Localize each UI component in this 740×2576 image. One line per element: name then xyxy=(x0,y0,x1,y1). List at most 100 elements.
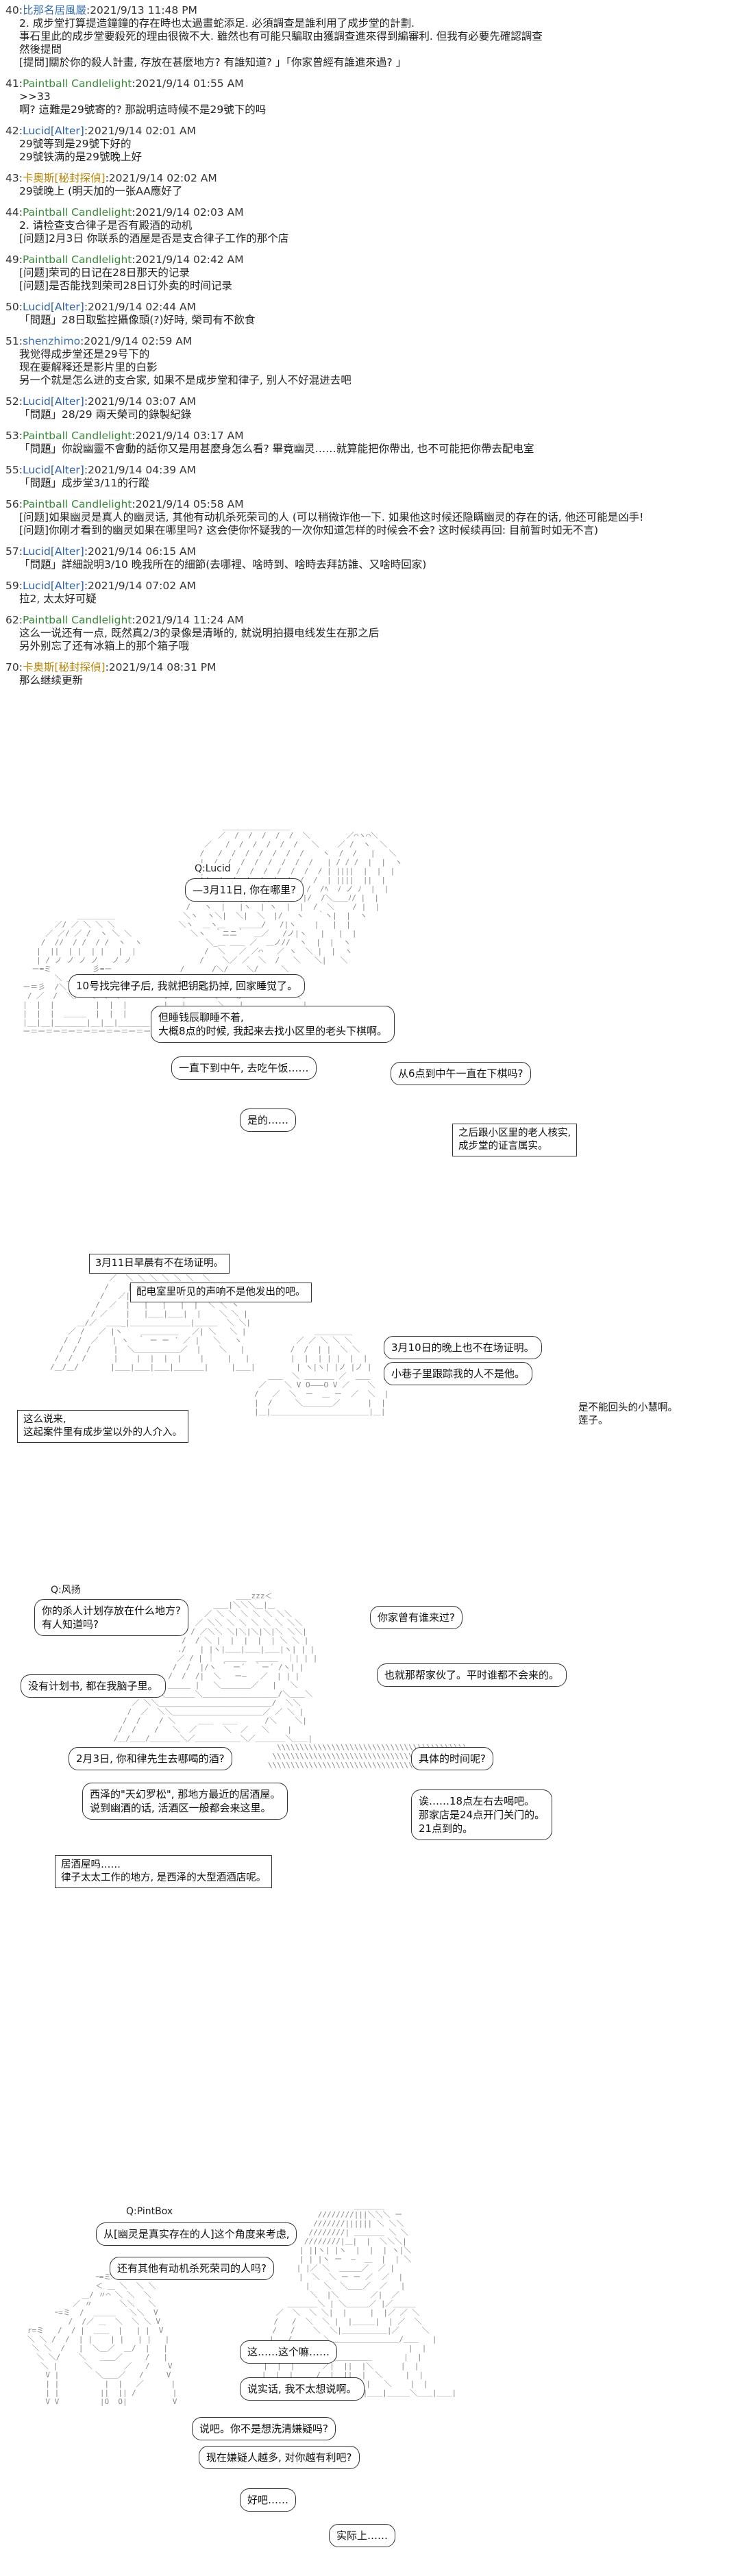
post-date: :2021/9/14 02:42 AM xyxy=(132,253,244,266)
speech-bubble: 说吧。你不是想洗清嫌疑吗? xyxy=(192,2417,336,2440)
post-number[interactable]: 42: xyxy=(5,125,23,137)
poster-name[interactable]: Paintball Candlelight xyxy=(22,77,132,90)
post-number[interactable]: 43: xyxy=(5,172,23,184)
post-header: 43:卡奧斯[秘封探偵]:2021/9/14 02:02 AM xyxy=(5,172,737,185)
post-number[interactable]: 50: xyxy=(5,301,23,313)
poster-name[interactable]: Lucid xyxy=(22,301,51,313)
post-body-line: 那么继续更新 xyxy=(19,674,84,686)
poster-name[interactable]: 比那名居風嚴 xyxy=(22,4,86,16)
post-header: 44:Paintball Candlelight:2021/9/14 02:03… xyxy=(5,206,737,219)
narration-box: 居酒屋吗…… 律子太太工作的地方, 是西泽的大型酒酒店呢。 xyxy=(55,1855,273,1888)
post-number[interactable]: 53: xyxy=(5,430,23,442)
speech-bubble: 小巷子里跟踪我的人不是他。 xyxy=(384,1362,533,1385)
poster-name[interactable]: Paintball Candlelight xyxy=(22,614,132,626)
speech-bubble: 2月3日, 你和律先生去哪喝的酒? xyxy=(69,1747,232,1770)
poster-name[interactable]: Lucid xyxy=(22,395,51,408)
forum-post: 70:卡奥斯[秘封探偵]:2021/9/14 08:31 PM 那么继续更新 xyxy=(5,661,737,687)
panel-label: Q:PintBox xyxy=(123,2206,176,2217)
post-number[interactable]: 59: xyxy=(5,580,23,592)
post-number[interactable]: 40: xyxy=(5,4,23,16)
post-body-line: [问题]你刚才看到的幽灵如果在哪里吗? 这会使你怀疑我的一次你知道怎样的时候会不… xyxy=(19,524,599,536)
post-date: :2021/9/14 02:03 AM xyxy=(132,206,244,219)
forum-post: 57:Lucid[Alter]:2021/9/14 06:15 AM「問題」詳細… xyxy=(5,545,737,571)
post-body-line: 现在要解释还是影片里的白影 xyxy=(19,361,158,373)
speech-bubble: 这……这个嘛…… xyxy=(240,2340,338,2364)
post-number[interactable]: 56: xyxy=(5,498,23,510)
poster-name[interactable]: Paintball Candlelight xyxy=(22,253,132,266)
post-number[interactable]: 52: xyxy=(5,395,23,408)
poster-tag: [Alter] xyxy=(50,125,84,137)
poster-name[interactable]: 卡奧斯 xyxy=(22,172,55,184)
poster-tag: [Alter] xyxy=(50,301,84,313)
post-number[interactable]: 44: xyxy=(5,206,23,219)
post-date: :2021/9/14 04:39 AM xyxy=(84,464,197,476)
post-body-line: 另一个就是怎么进的支合家, 如果不是成步堂和律子, 别人不好混进去吧 xyxy=(19,374,352,386)
speech-bubble: 说实话, 我不太想说啊。 xyxy=(240,2377,365,2401)
poster-name[interactable]: shenzhimo xyxy=(22,335,81,347)
poster-tag: [秘封探偵] xyxy=(54,172,106,184)
post-number[interactable]: 51: xyxy=(5,335,23,347)
post-number[interactable]: 62: xyxy=(5,614,23,626)
post-number[interactable]: 55: xyxy=(5,464,23,476)
speech-bubble: 也就那帮家伙了。平时谁都不会来的。 xyxy=(377,1663,567,1687)
poster-name[interactable]: 卡奥斯 xyxy=(22,661,55,673)
post-header: 59:Lucid[Alter]:2021/9/14 07:02 AM xyxy=(5,580,737,593)
post-date: :2021/9/14 03:17 AM xyxy=(132,430,244,442)
post-body-line: 29號等到是29號下好的 xyxy=(19,138,132,150)
poster-name[interactable]: Lucid xyxy=(22,580,51,592)
post-date: :2021/9/14 03:07 AM xyxy=(84,395,197,408)
poster-name[interactable]: Lucid xyxy=(22,545,51,558)
narration-box: 之后跟小区里的老人核实, 成步堂的证言属实。 xyxy=(452,1124,578,1156)
speech-bubble: 一直下到中午, 去吃午饭…… xyxy=(171,1056,317,1080)
post-number[interactable]: 49: xyxy=(5,253,23,266)
post-number[interactable]: 70: xyxy=(5,661,23,673)
poster-tag: [秘封探偵] xyxy=(54,661,106,673)
post-header: 55:Lucid[Alter]:2021/9/14 04:39 AM xyxy=(5,464,737,477)
ascii-art-figures: ＿＿＿＿ ////////|||＼＼＼ ー ///////|||||| ＼ ＼＼ xyxy=(27,2201,456,2406)
bubble-line: 还有其他有动机杀死荣司的人吗? xyxy=(117,2262,267,2275)
post-header: 50:Lucid[Alter]:2021/9/14 02:44 AM xyxy=(5,301,737,314)
narration-box: 这么说来, 这起案件里有成步堂以外的人介入。 xyxy=(17,1410,188,1443)
forum-post: 44:Paintball Candlelight:2021/9/14 02:03… xyxy=(5,206,737,245)
poster-name[interactable]: Paintball Candlelight xyxy=(22,430,132,442)
post-body-line: 29號铁满的是29號晚上好 xyxy=(19,151,142,163)
post-header: 42:Lucid[Alter]:2021/9/14 02:01 AM xyxy=(5,125,737,138)
forum-post: 50:Lucid[Alter]:2021/9/14 02:44 AM「問題」28… xyxy=(5,301,737,327)
panel-alibi: ＿＿＿＿＿＿＿＿ ／＼ ＼ ＼ ＼ ＼ ／ ＼ ＼ ＼ ＼ ＼ ＼ ＼ / |＼… xyxy=(14,1247,726,1521)
poster-name[interactable]: Lucid xyxy=(22,464,51,476)
post-number[interactable]: 41: xyxy=(5,77,23,90)
forum-post: 53:Paintball Candlelight:2021/9/14 03:17… xyxy=(5,430,737,456)
post-date: :2021/9/14 02:59 AM xyxy=(80,335,193,347)
speech-bubble: 现在嫌疑人越多, 对你越有利吧? xyxy=(199,2446,360,2469)
speech-bubble: 从[幽灵是真实存在的人]这个角度来考虑, xyxy=(96,2222,297,2246)
post-body-line: 「問題」成步堂3/11的行蹤 xyxy=(19,477,149,489)
forum-post: 52:Lucid[Alter]:2021/9/14 03:07 AM「問題」28… xyxy=(5,395,737,421)
speech-bubble: 好吧…… xyxy=(240,2488,297,2512)
poster-name[interactable]: Paintball Candlelight xyxy=(22,206,132,219)
post-date: :2021/9/14 05:58 AM xyxy=(132,498,244,510)
poster-tag: [Alter] xyxy=(50,395,84,408)
post-body-line: [问题]是否能找到荣司28日订外卖的时间记录 xyxy=(19,280,232,292)
post-date: :2021/9/14 08:31 PM xyxy=(105,661,217,673)
post-header: 56:Paintball Candlelight:2021/9/14 05:58… xyxy=(5,498,737,511)
poster-tag: [Alter] xyxy=(50,545,84,558)
post-header: 51:shenzhimo:2021/9/14 02:59 AM xyxy=(5,335,737,348)
forum-post: 62:Paintball Candlelight:2021/9/14 11:24… xyxy=(5,614,737,653)
post-date: :2021/9/14 01:55 AM xyxy=(132,77,244,90)
poster-name[interactable]: Paintball Candlelight xyxy=(22,498,132,510)
post-body-line: 事石里此的成步堂要殺死的理由很微不大. 雖然也有可能只騙取由獲調查進來得到編審利… xyxy=(19,30,543,42)
speech-bubble: 具体的时间呢? xyxy=(411,1747,493,1770)
post-number[interactable]: 57: xyxy=(5,545,23,558)
post-header: 53:Paintball Candlelight:2021/9/14 03:17… xyxy=(5,430,737,443)
poster-name[interactable]: Lucid xyxy=(22,125,51,137)
post-body-line: 2. 成步堂打算提造鐘鐘的存在時也太過畫蛇添足. 必須調查是誰利用了成步堂的計劃… xyxy=(19,17,415,29)
forum-post: 55:Lucid[Alter]:2021/9/14 04:39 AM「問題」成步… xyxy=(5,464,737,490)
panel-pintbox: ＿＿＿＿ ////////|||＼＼＼ ー ///////|||||| ＼ ＼＼ xyxy=(14,2192,726,2562)
post-body-line: 「問題」你說幽靈不會動的話你又是用甚麼身怎么看? 畢竟幽灵……就算能把你帶出, … xyxy=(19,443,534,455)
ascii-art-figures: ＿＿＿＿＿＿＿＿ ／＼ ＼ ＼ ＼ ＼ ／ ＼ ＼ ＼ ＼ ＼ ＼ ＼ / |＼… xyxy=(49,1256,389,1416)
post-body-line: [问题]如果幽灵是真人的幽灵话, 其他有动机杀死荣司的人 (可以稍微诈他一下. … xyxy=(19,511,644,523)
speech-bubble: 没有计划书, 都在我脑子里。 xyxy=(21,1674,166,1698)
